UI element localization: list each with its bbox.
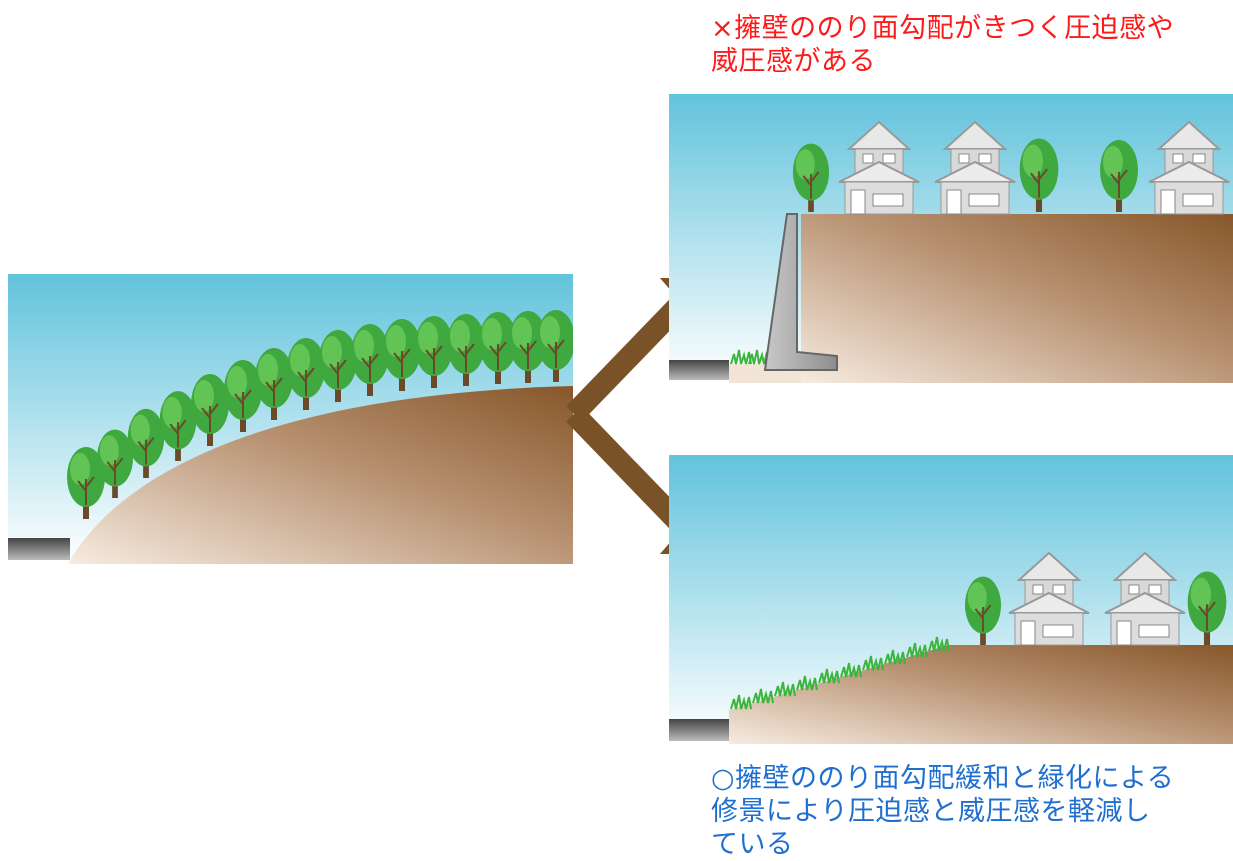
road bbox=[669, 360, 729, 380]
scene-original-slope bbox=[8, 274, 573, 564]
caption-gentle-slope-benefit: ○擁壁ののり面勾配緩和と緑化による 修景により圧迫感と威圧感を軽減し ている bbox=[711, 763, 1175, 860]
natural-slope bbox=[68, 386, 573, 564]
retaining-wall bbox=[763, 213, 838, 371]
scene-gentle-green-slope bbox=[669, 455, 1233, 744]
caption-retaining-wall-problem: ×擁壁ののり面勾配がきつく圧迫感や 威圧感がある bbox=[711, 13, 1175, 77]
scene-retaining-wall bbox=[669, 94, 1233, 383]
gentle-slope bbox=[729, 645, 1233, 744]
road bbox=[8, 538, 70, 560]
road bbox=[669, 719, 729, 741]
raised-land bbox=[801, 214, 1233, 383]
